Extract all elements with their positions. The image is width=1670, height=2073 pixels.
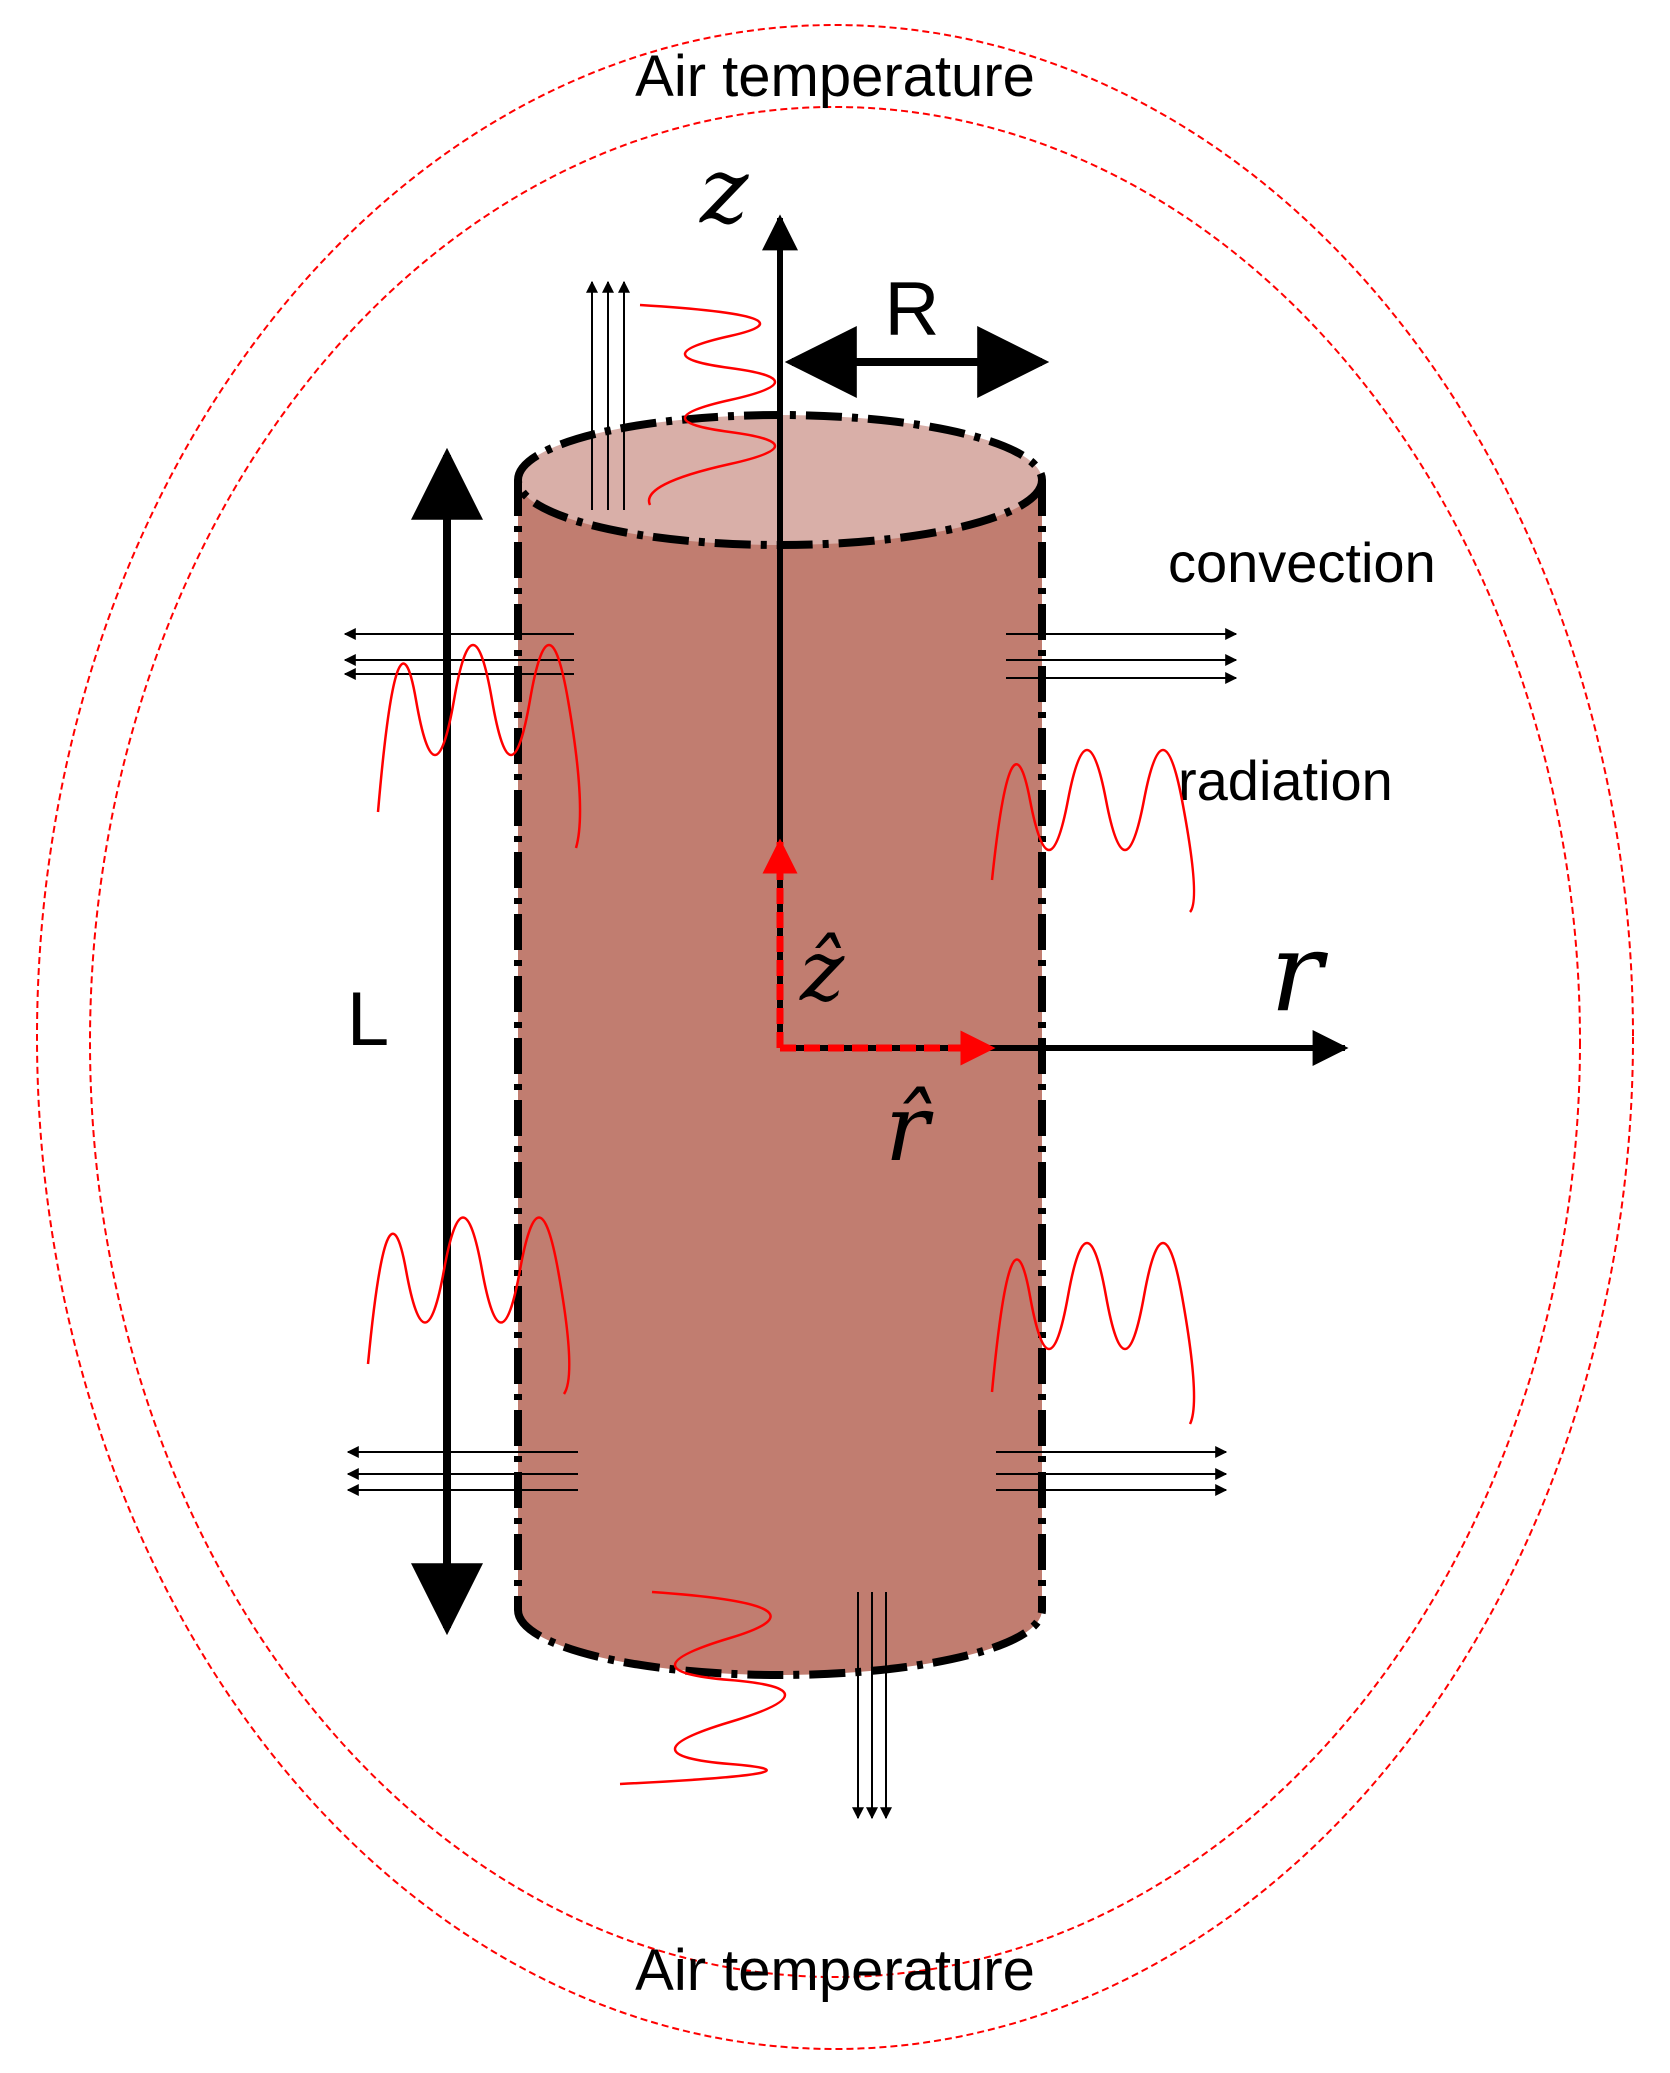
radiation-label: radiation: [1178, 749, 1393, 812]
air-temperature-label-top: Air temperature: [635, 44, 1035, 109]
air-temperature-label-bottom: Air temperature: [635, 1938, 1035, 2003]
radius-label: R: [885, 267, 940, 352]
convection-arrows-right-upper: [1006, 628, 1238, 684]
r-unit-vector-label: r̂: [885, 1075, 934, 1182]
cylinder-bottom-edge: [514, 1609, 1046, 1679]
length-label: L: [347, 977, 389, 1062]
r-axis-label: r: [1270, 908, 1329, 1036]
radiation-wave-top: [639, 303, 777, 506]
radiation-wave-right-lower: [990, 1242, 1196, 1425]
convection-label: convection: [1168, 531, 1436, 594]
convection-arrows-bottom: [852, 1592, 892, 1820]
convection-arrows-left-lower: [346, 1446, 578, 1496]
radiation-wave-left-upper: [376, 644, 582, 849]
cylinder: [514, 411, 1046, 1679]
z-unit-vector-label: ẑ: [799, 922, 845, 1020]
z-axis-label: z: [699, 137, 749, 244]
convection-arrows-top: [586, 280, 630, 510]
radiation-wave-bottom: [619, 1590, 786, 1786]
cylinder-body: [518, 480, 1042, 1675]
outer-air-boundary: [36, 24, 1634, 2050]
radiation-wave-left-lower: [366, 1216, 571, 1395]
inner-air-boundary: [89, 106, 1581, 1978]
radiation-wave-right-upper: [990, 749, 1196, 913]
convection-arrows-right-lower: [996, 1446, 1228, 1496]
